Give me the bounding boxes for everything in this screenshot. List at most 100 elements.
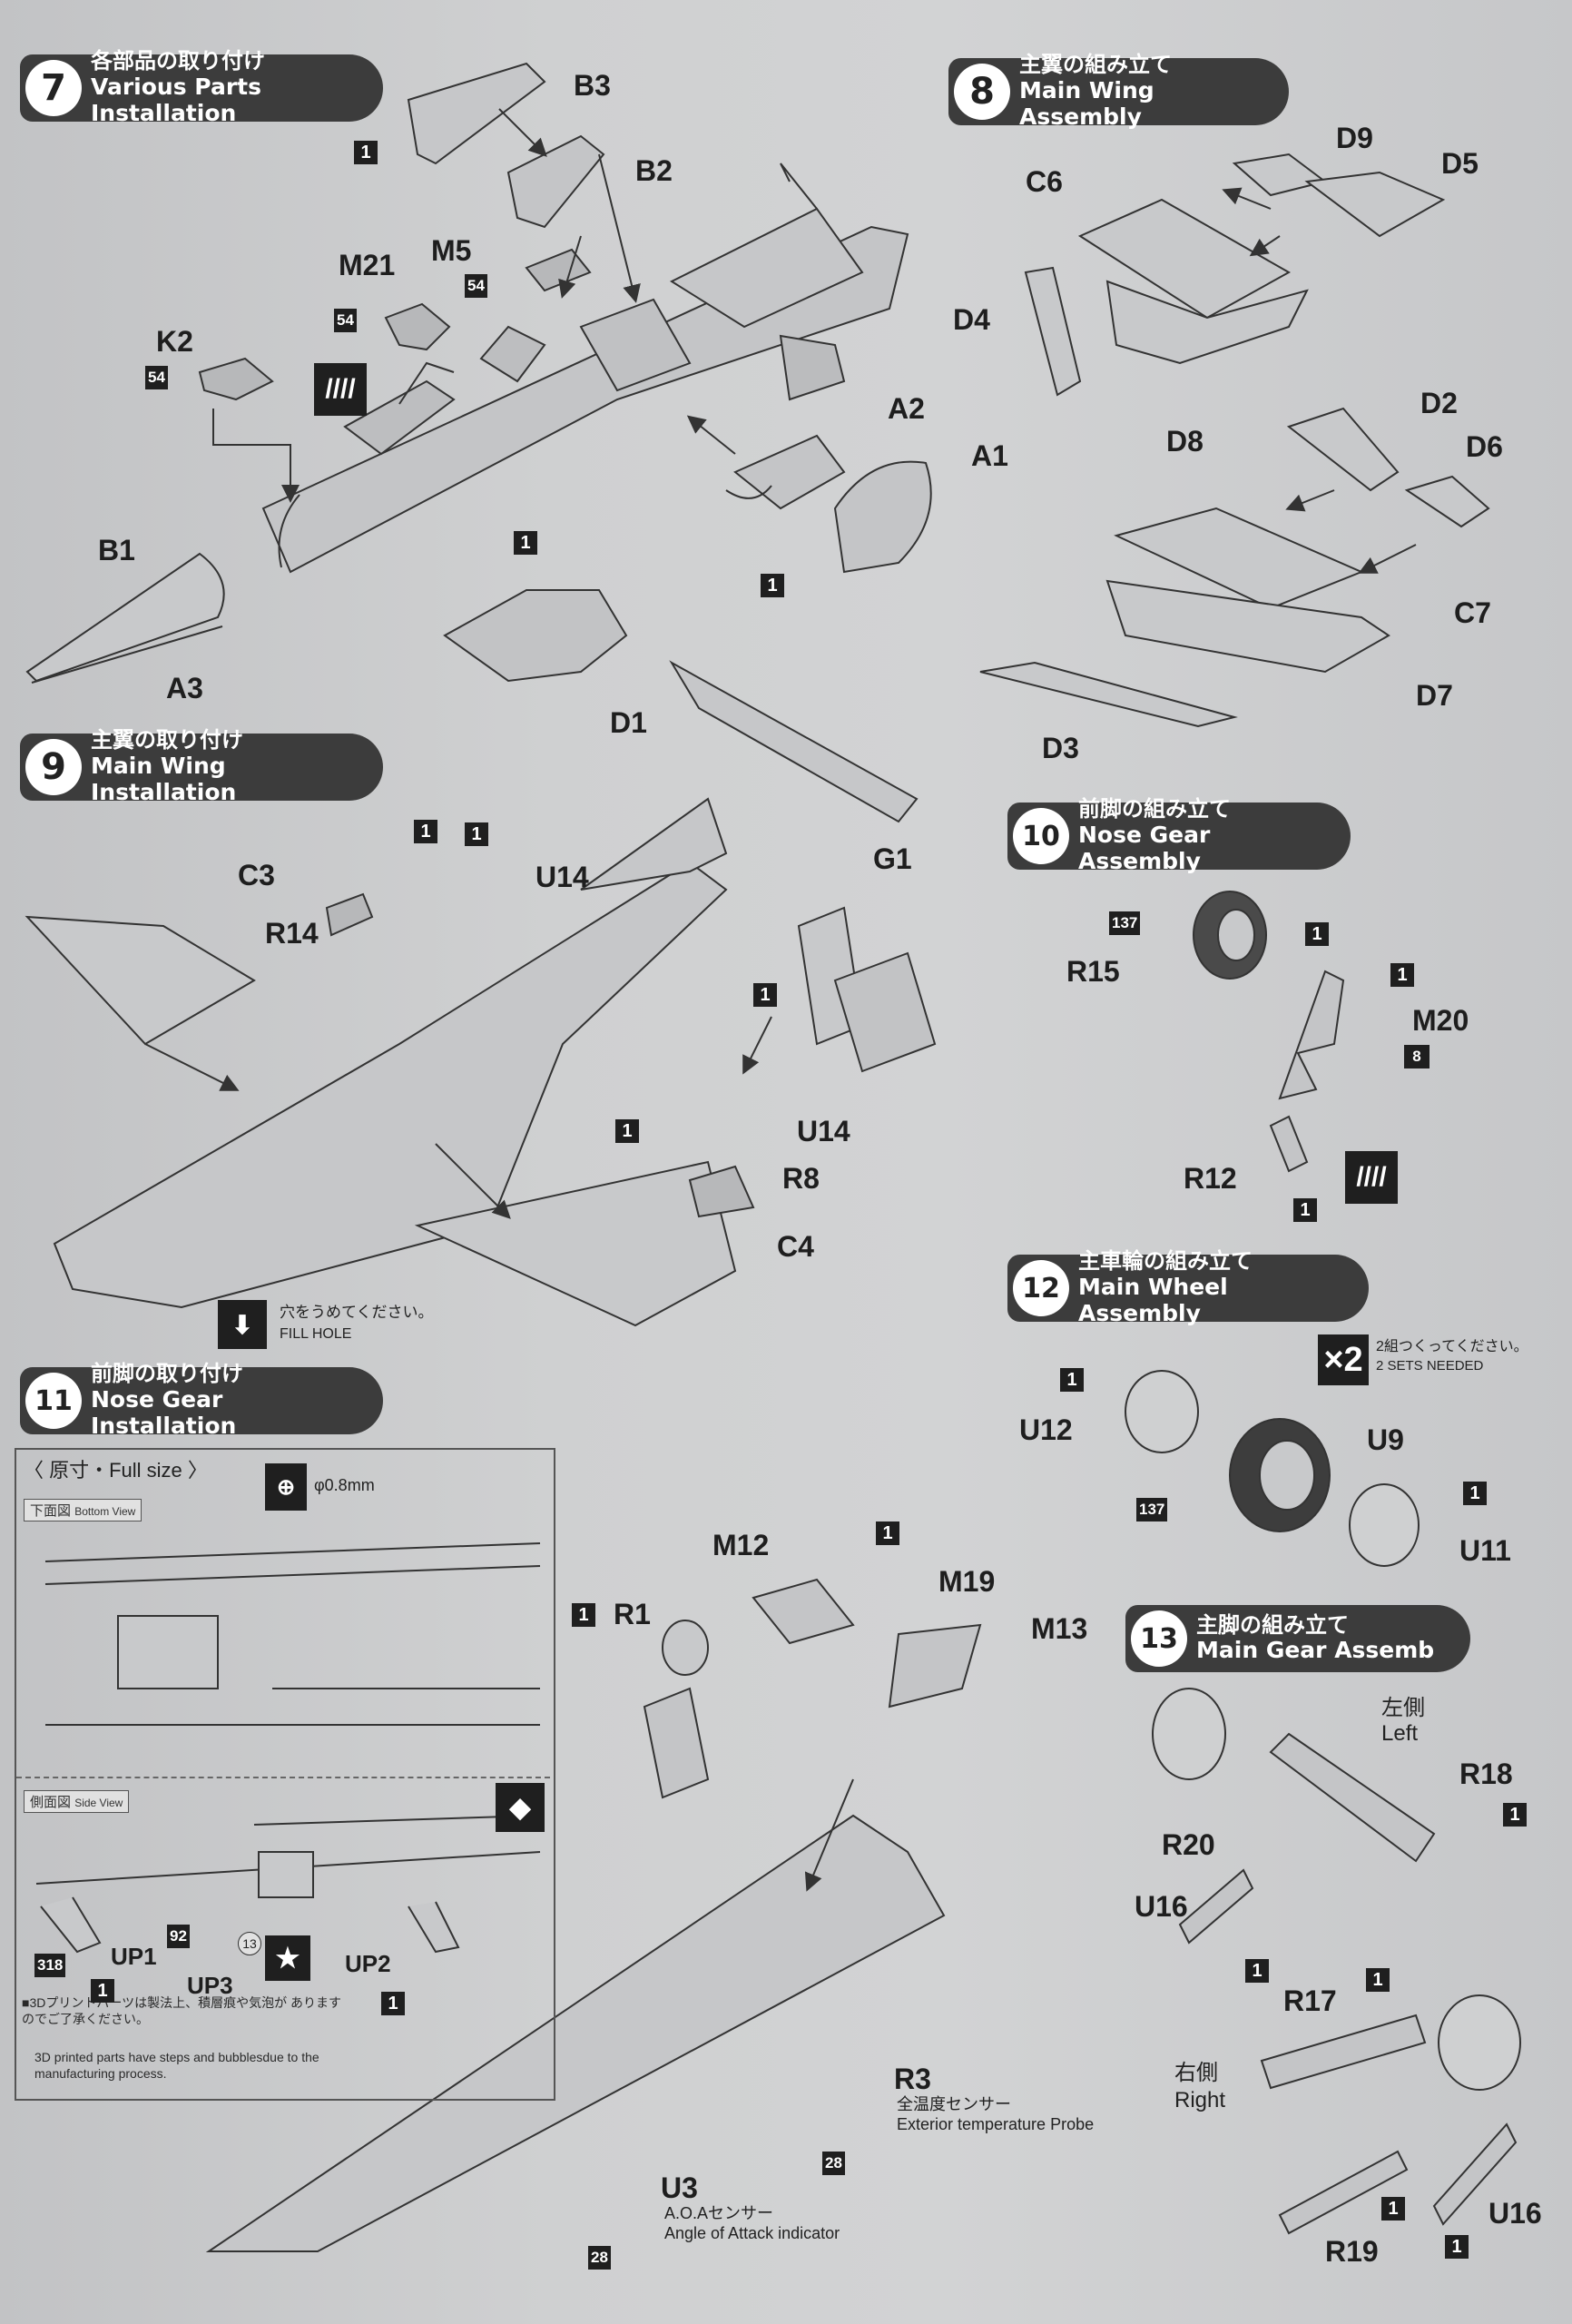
right-side-label-en: Right <box>1174 2088 1226 2112</box>
paint-code-badge: 1 <box>615 1119 639 1143</box>
paint-code-badge: 1 <box>876 1521 899 1545</box>
sets-note-en: 2 SETS NEEDED <box>1376 1358 1484 1374</box>
part-label: M5 <box>431 234 472 267</box>
bottom-view-tag: 下面図 Bottom View <box>24 1499 142 1521</box>
step-7-header: 7 各部品の取り付け Various Parts Installation <box>20 49 383 126</box>
full-size-template-panel: 〈 原寸・Full size 〉 下面図 Bottom View 側面図 Sid… <box>15 1448 555 2101</box>
step11-fuselage-drawing <box>205 1578 982 2252</box>
paint-stripe-icon: //// <box>314 363 367 416</box>
paint-code-badge: 28 <box>822 2152 845 2175</box>
u3-note-jp: A.O.Aセンサー <box>664 2204 774 2222</box>
paint-code-badge: 8 <box>1404 1045 1430 1068</box>
part-label: R19 <box>1325 2235 1379 2268</box>
part-label: C3 <box>238 859 275 891</box>
step7-fuselage-drawing <box>25 62 932 684</box>
paint-code-badge: 137 <box>1136 1498 1168 1521</box>
paint-code-badge: 1 <box>572 1603 595 1627</box>
paint-code-badge: 137 <box>1109 911 1141 935</box>
step-title-jp: 主脚の組み立て <box>1196 1611 1349 1638</box>
part-label: R17 <box>1283 1984 1337 2017</box>
paint-code-badge: 92 <box>167 1925 190 1948</box>
part-label: U3 <box>661 2171 698 2204</box>
step-title-en: Nose Gear Assembly <box>1078 822 1211 874</box>
part-label: R1 <box>614 1598 651 1630</box>
side-view-tag: 側面図 Side View <box>24 1790 130 1813</box>
quantity-badge: ×2 <box>1318 1334 1369 1385</box>
paint-code-badge: 1 <box>354 141 378 164</box>
part-label: R3 <box>894 2063 931 2095</box>
paint-code-badge: 1 <box>1245 1959 1269 1983</box>
paint-stripe-icon: //// <box>1345 1151 1398 1204</box>
part-label: R20 <box>1162 1828 1215 1861</box>
part-label: C6 <box>1026 165 1063 198</box>
step-number: 9 <box>25 739 82 795</box>
paint-code-badge: 1 <box>1366 1968 1390 1992</box>
part-label: D8 <box>1166 425 1204 458</box>
paint-code-badge: 54 <box>334 309 357 332</box>
part-label: A3 <box>166 672 203 704</box>
full-size-template-drawing <box>35 1542 541 1954</box>
part-label: UP1 <box>111 1943 157 1970</box>
part-label: UP3 <box>187 1972 233 1999</box>
step-13-header: 13 主脚の組み立て Main Gear Assemb <box>1125 1605 1470 1672</box>
paint-code-badge: 54 <box>465 274 487 298</box>
paint-code-badge: 1 <box>1463 1482 1487 1505</box>
part-label: R14 <box>265 917 319 950</box>
paint-code-badge: 1 <box>1390 963 1414 987</box>
part-label: B2 <box>635 154 673 187</box>
paint-code-badge: 1 <box>1305 922 1329 946</box>
paint-code-badge: 1 <box>761 574 784 597</box>
paint-code-badge: 1 <box>753 983 777 1007</box>
part-label: A2 <box>888 392 925 425</box>
step-number: 13 <box>1131 1610 1187 1667</box>
paint-code-badge: 1 <box>1503 1803 1527 1827</box>
part-label: D3 <box>1042 732 1079 764</box>
part-label: M21 <box>339 249 396 281</box>
part-label: R18 <box>1459 1758 1513 1790</box>
printed-parts-note-jp: ■3Dプリントパーツは製法上、積層痕や気泡が ありますのでご了承ください。 <box>22 1995 341 2027</box>
part-label: C4 <box>777 1230 814 1263</box>
right-side-label-jp: 右側 <box>1174 2061 1218 2085</box>
step-title-en: Main Wing Installation <box>91 753 237 805</box>
part-label: U11 <box>1459 1534 1511 1567</box>
bottom-view-jp: 下面図 <box>30 1503 72 1519</box>
side-view-jp: 側面図 <box>30 1795 72 1810</box>
part-label: B1 <box>98 534 135 566</box>
drill-icon: ⊕ <box>265 1463 307 1511</box>
step-number: 12 <box>1013 1260 1069 1316</box>
part-label: D9 <box>1336 122 1373 154</box>
side-view-en: Side View <box>74 1797 123 1809</box>
left-side-label-jp: 左側 <box>1381 1696 1425 1720</box>
step-title-jp: 前脚の組み立て <box>1078 796 1231 822</box>
step-9-header: 9 主翼の取り付け Main Wing Installation <box>20 728 383 805</box>
step-number: 7 <box>25 60 82 116</box>
part-label: U14 <box>535 861 589 893</box>
paint-code-badge: 54 <box>145 366 168 389</box>
step-title-en: Main Gear Assemb <box>1196 1637 1435 1664</box>
step9-airframe-drawing <box>25 660 937 1327</box>
part-label: U16 <box>1488 2197 1542 2230</box>
r3-note-jp: 全温度センサー <box>897 2095 1011 2113</box>
step8-wing-drawing <box>979 153 1490 728</box>
fill-hole-icon: ⬇ <box>218 1300 267 1349</box>
left-side-label-en: Left <box>1381 1721 1419 1746</box>
part-label: C7 <box>1454 596 1491 629</box>
bottom-view-en: Bottom View <box>74 1505 136 1518</box>
part-label: M13 <box>1031 1612 1088 1645</box>
part-label: D5 <box>1441 147 1479 180</box>
part-label: D2 <box>1420 387 1458 419</box>
step-title-jp: 前脚の取り付け <box>91 1361 243 1387</box>
part-label: U16 <box>1135 1890 1188 1923</box>
step-title-jp: 主車輪の組み立て <box>1078 1248 1253 1275</box>
part-label: D6 <box>1466 430 1503 463</box>
part-label: U14 <box>797 1115 850 1147</box>
step-number: 8 <box>954 64 1010 120</box>
step-number: 10 <box>1013 808 1069 864</box>
step-title-jp: 主翼の組み立て <box>1019 52 1172 78</box>
step-8-header: 8 主翼の組み立て Main Wing Assembly <box>948 53 1289 130</box>
part-label: R15 <box>1066 955 1120 988</box>
step-number: 11 <box>25 1373 82 1429</box>
paint-code-badge: 1 <box>414 820 437 843</box>
paint-code-badge: 1 <box>91 1979 114 2003</box>
r3-note-en: Exterior temperature Probe <box>897 2115 1095 2133</box>
